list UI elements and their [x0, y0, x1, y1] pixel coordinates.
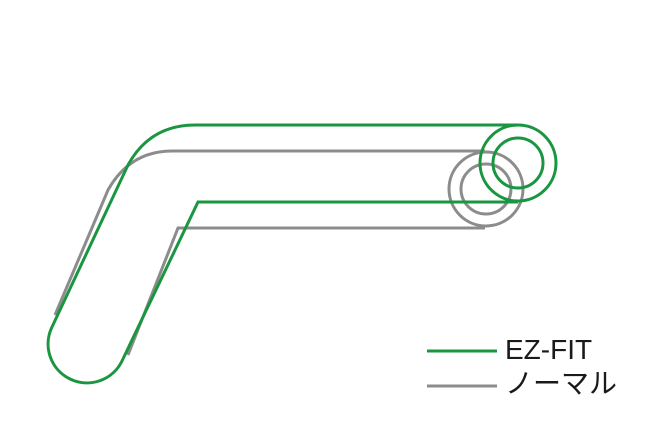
legend-label-ezfit: EZ-FIT [505, 334, 593, 365]
ezfit-grip-body [46, 123, 518, 385]
ezfit-grip-end-outer [478, 123, 558, 203]
normal-grip-outline [53, 149, 525, 356]
ezfit-grip-end-inner [491, 136, 545, 190]
legend-label-normal: ノーマル [505, 368, 618, 399]
ezfit-grip-outline [46, 123, 558, 385]
normal-grip-end-inner [459, 162, 513, 216]
